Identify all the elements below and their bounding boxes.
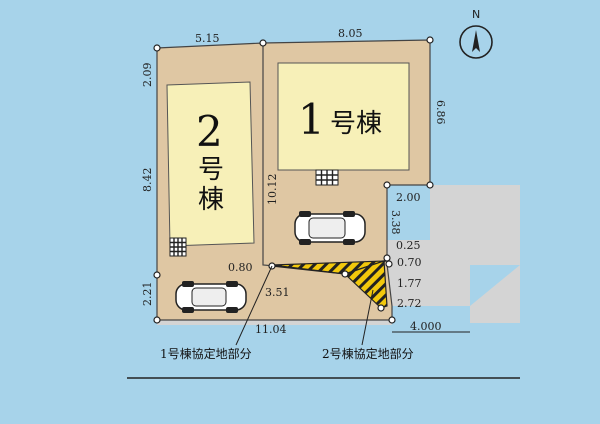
dim-080: 0.80 <box>228 261 253 274</box>
dim-351: 3.51 <box>265 286 290 299</box>
dim-070: 0.70 <box>397 256 422 269</box>
label-shared-b2: 2号棟協定地部分 <box>322 346 414 361</box>
building-2-number: 2 <box>196 107 223 156</box>
dim-road-width: 4.000 <box>410 320 442 333</box>
dim-top-right: 8.05 <box>338 27 363 40</box>
shared-area-2 <box>343 260 388 309</box>
road-right-lower <box>470 265 520 323</box>
label-shared-b1: 1号棟協定地部分 <box>160 346 252 361</box>
dim-right-top: 6.86 <box>434 100 447 125</box>
dim-177: 1.77 <box>397 277 422 290</box>
dim-mid-vertical: 10.12 <box>266 174 279 206</box>
entrance-grid-2 <box>169 237 187 257</box>
road-lower <box>392 306 520 378</box>
dim-top-left: 5.15 <box>195 32 220 45</box>
building-1-number: 1 <box>298 95 325 144</box>
dim-step: 2.00 <box>396 191 421 204</box>
compass-label: N <box>472 8 480 21</box>
building-1-suffix: 号棟 <box>330 109 382 139</box>
dim-bottom: 11.04 <box>255 323 287 336</box>
car-icon <box>175 281 247 313</box>
dim-left-mid: 8.42 <box>141 168 154 193</box>
building-1 <box>277 62 410 171</box>
car-icon <box>294 211 366 245</box>
dim-right-mid: 3.38 <box>389 210 402 235</box>
building-2-suffix-1: 号 <box>198 155 224 185</box>
dim-025: 0.25 <box>396 239 421 252</box>
leader-line-1 <box>235 265 273 346</box>
entrance-grid-1 <box>315 169 339 186</box>
dim-left-top: 2.09 <box>141 63 154 88</box>
building-2 <box>166 81 255 247</box>
dim-272: 2.72 <box>397 297 422 310</box>
building-2-suffix-2: 棟 <box>198 185 224 215</box>
leader-line-2 <box>361 289 374 346</box>
dim-left-bottom: 2.21 <box>141 282 154 307</box>
north-compass-icon <box>459 25 493 59</box>
